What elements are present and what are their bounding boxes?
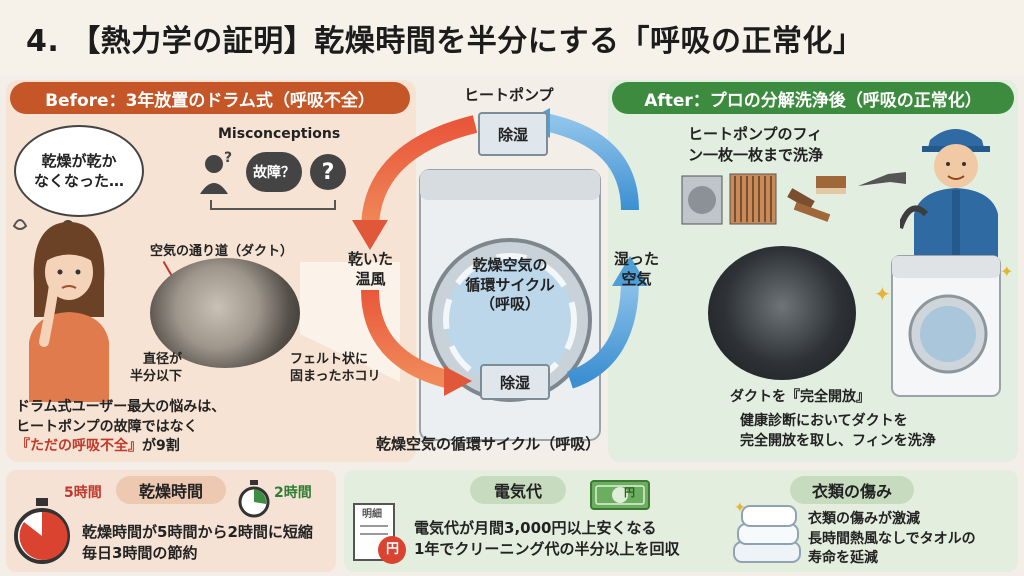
humid-air-label: 湿った空気 xyxy=(614,250,659,289)
bill-label: 明細 xyxy=(362,509,382,520)
ratio-text: が9割 xyxy=(142,438,180,455)
cycle-diagram xyxy=(330,80,660,460)
clothes-text: 衣類の傷みが激減 長時間熱風なしでタオルの 寿命を延減 xyxy=(808,510,976,569)
before-text-line-3: 『ただの呼吸不全』が9割 xyxy=(16,437,225,457)
bracket-divider xyxy=(210,200,336,210)
before-text-line-2: ヒートポンプの故障ではなく xyxy=(16,418,198,435)
electricity-pill: 電気代 xyxy=(470,476,566,504)
sparkle-icon: ✦ xyxy=(734,500,746,516)
after-summary: 健康診断においてダクトを 完全開放を取し、フィンを洗浄 xyxy=(740,412,936,451)
diameter-line-2: 半分以下 xyxy=(129,368,182,384)
before-time-label: 5時間 xyxy=(64,485,102,501)
sparkle-icon: ✦ xyxy=(874,282,891,306)
drum-cycle-label: 乾燥空気の循環サイクル（呼吸） xyxy=(454,256,566,315)
dehumidifier-top-box: 除湿 xyxy=(478,112,548,156)
banknote-icon xyxy=(590,480,650,510)
dehum-bottom-label: 除湿 xyxy=(499,373,530,392)
dehumidifier-bottom-box: 除湿 xyxy=(480,364,550,400)
humid-air-line-1: 湿った xyxy=(614,250,660,268)
fault-icon: 故障？ xyxy=(246,152,302,192)
clothes-line-3: 寿命を延減 xyxy=(808,550,878,567)
drum-line-3: （呼吸） xyxy=(479,295,540,313)
diameter-note: 直径が半分以下 xyxy=(128,352,182,386)
breathing-failure-text: 『ただの呼吸不全』 xyxy=(16,438,142,455)
dry-air-line-2: 温風 xyxy=(355,269,386,288)
fin-cleaning-text: ヒートポンプのフィ ン一枚一枚まで洗浄 xyxy=(688,124,823,166)
bill-yen-label: 円 xyxy=(386,542,400,557)
drum-line-1: 乾燥空気の xyxy=(472,256,548,274)
electricity-line-2: 1年でクリーニング代の半分以上を回収 xyxy=(414,540,680,558)
confused-person-icon: ? xyxy=(196,150,236,194)
heat-pump-fin-icon xyxy=(680,170,780,230)
sparkle-icon: ✦ xyxy=(1000,262,1014,281)
stopwatch-green-icon xyxy=(236,480,272,518)
felt-line-1: フェルト状に xyxy=(290,352,369,367)
stopwatch-red-icon xyxy=(12,498,72,564)
electricity-line-1: 電気代が月間3,000円以上安くなる xyxy=(414,519,657,537)
cycle-caption: 乾燥空気の循環サイクル（呼吸） xyxy=(376,435,601,453)
fin-line-2: ン一枚一枚まで洗浄 xyxy=(688,146,824,164)
duct-open-label: ダクトを『完全開放』 xyxy=(730,389,870,405)
svg-text:?: ? xyxy=(224,150,232,166)
page-title: 4. 【熱力学の証明】乾燥時間を半分にする「呼吸の正常化」 xyxy=(0,0,1024,76)
clogged-duct-photo xyxy=(150,258,300,368)
felt-line-2: 固まったホコリ xyxy=(290,368,381,384)
question-icon: ? xyxy=(310,154,346,190)
misconceptions-label: Misconceptions xyxy=(218,126,341,142)
clothes-pill: 衣類の傷み xyxy=(790,476,914,504)
thought-line-1: 乾燥が乾か xyxy=(41,151,117,170)
bill-icon xyxy=(350,502,408,566)
drying-line-2: 毎日3時間の節約 xyxy=(82,544,198,562)
drying-line-1: 乾燥時間が5時間から2時間に短縮 xyxy=(82,523,313,541)
thought-bubble: 乾燥が乾かなくなった… xyxy=(14,125,144,217)
sweat-icon xyxy=(12,212,36,232)
before-summary: ドラム式ユーザー最大の悩みは、 ヒートポンプの故障ではなく 『ただの呼吸不全』が… xyxy=(16,398,225,457)
fault-label: 故障？ xyxy=(253,165,295,181)
brush-icon xyxy=(786,174,856,234)
after-text-line-1: 健康診断においてダクトを xyxy=(740,413,908,429)
clothes-line-1: 衣類の傷みが激減 xyxy=(808,511,920,527)
after-text-line-2: 完全開放を取し、フィンを洗浄 xyxy=(740,432,936,449)
diameter-line-1: 直径が xyxy=(142,352,182,367)
duct-label: 空気の通り道（ダクト） xyxy=(150,244,294,259)
humid-air-line-2: 空気 xyxy=(621,269,652,288)
drum-line-2: 循環サイクル xyxy=(465,275,555,294)
felt-note: フェルト状に固まったホコリ xyxy=(290,352,380,386)
after-header: After：プロの分解洗浄後（呼吸の正常化） xyxy=(612,82,1014,114)
worried-woman-illustration xyxy=(14,222,124,402)
dry-air-label: 乾いた温風 xyxy=(348,250,393,289)
open-duct-photo xyxy=(708,246,856,380)
question-mark: ? xyxy=(321,159,335,185)
vacuum-nozzle-icon xyxy=(858,168,908,192)
electricity-text: 電気代が月間3,000円以上安くなる 1年でクリーニング代の半分以上を回収 xyxy=(414,518,679,560)
before-text-line-1: ドラム式ユーザー最大の悩みは、 xyxy=(16,399,226,415)
clean-washer-illustration xyxy=(888,252,1004,400)
after-time-label: 2時間 xyxy=(274,485,312,501)
drying-time-pill: 乾燥時間 xyxy=(116,476,226,504)
thought-line-2: なくなった… xyxy=(33,172,124,190)
towel-stack-icon xyxy=(730,504,804,566)
fin-line-1: ヒートポンプのフィ xyxy=(688,125,823,143)
banknote-yen-label: 円 xyxy=(624,486,635,499)
drying-text: 乾燥時間が5時間から2時間に短縮 毎日3時間の節約 xyxy=(82,522,313,564)
dehum-top-label: 除湿 xyxy=(497,125,528,144)
dry-air-line-1: 乾いた xyxy=(348,250,394,268)
clothes-line-2: 長時間熱風なしでタオルの xyxy=(808,530,976,547)
before-header: Before：3年放置のドラム式（呼吸不全） xyxy=(10,82,410,114)
technician-illustration xyxy=(897,118,1010,258)
heat-pump-label: ヒートポンプ xyxy=(464,86,554,104)
